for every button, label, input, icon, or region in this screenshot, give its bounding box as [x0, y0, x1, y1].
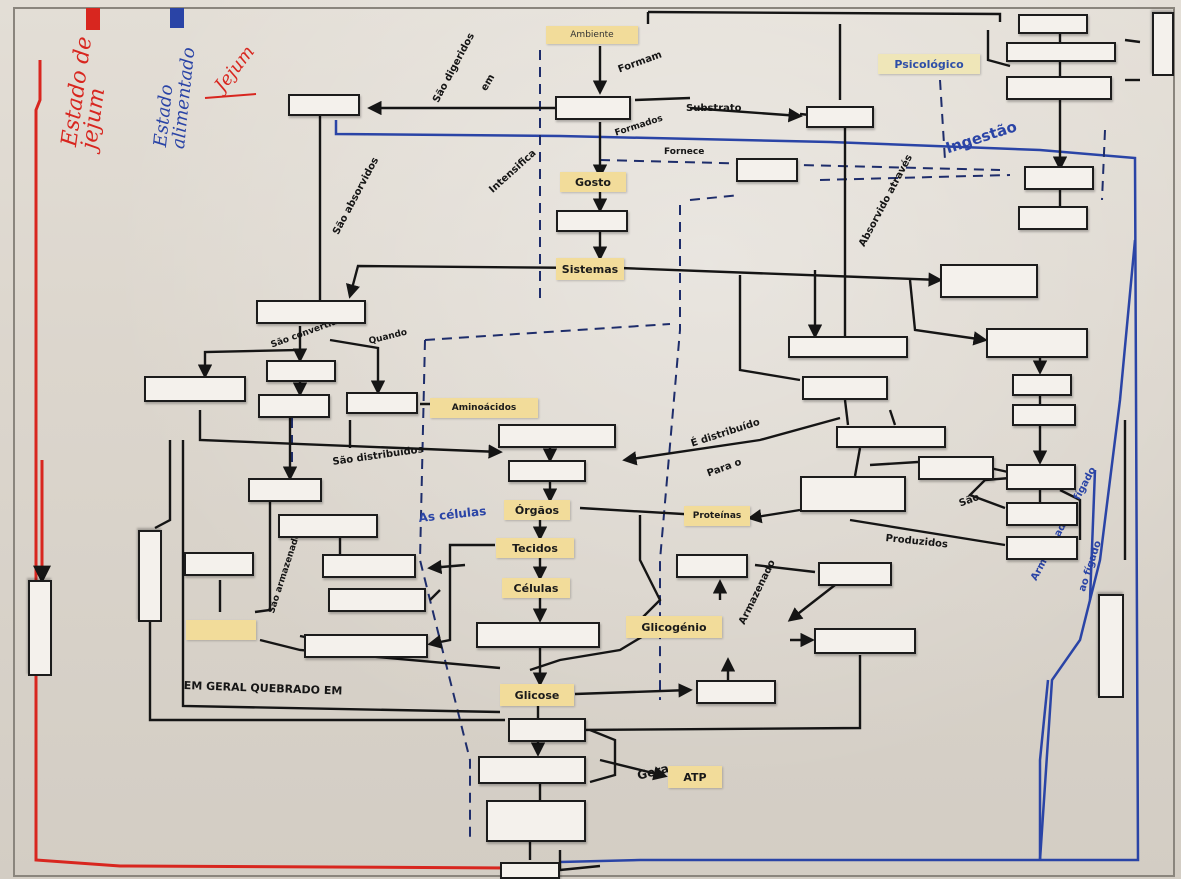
card-right-sistemas [986, 328, 1088, 358]
card-tissue-1 [322, 554, 416, 578]
card-sistemas-right [940, 264, 1038, 298]
note-center-lower [498, 718, 504, 724]
fasting-underline [204, 93, 257, 99]
card-branch-1 [266, 360, 336, 382]
card-center-top [555, 96, 631, 120]
card-tissue-3 [304, 634, 428, 658]
card-top-right-vertical [1152, 12, 1174, 76]
card-right-8 [1006, 536, 1078, 560]
label-substrato: Substrato [686, 103, 742, 114]
note-celulas: Células [502, 578, 570, 598]
card-left-lower-1 [184, 552, 254, 576]
card-top-left-stomach [288, 94, 360, 116]
note-psicologico: Psicológico [878, 54, 980, 74]
card-right-5 [1006, 464, 1076, 490]
note-gosto: Gosto [560, 172, 626, 192]
card-right-col-1 [1012, 374, 1072, 396]
note-atp: ATP [668, 766, 722, 788]
legend-blue-swatch [170, 8, 184, 28]
card-center-right-sistemas [788, 336, 908, 358]
card-right-7 [1006, 502, 1078, 526]
card-tissue-2 [328, 588, 426, 612]
note-sistemas: Sistemas [556, 258, 624, 280]
card-lower-center-2 [478, 756, 586, 784]
card-branch-3 [346, 392, 418, 414]
card-right-6 [800, 476, 906, 512]
card-right-lower [814, 628, 916, 654]
note-ambiente: Ambiente [546, 26, 638, 44]
card-center-right-2 [802, 376, 888, 400]
note-glicose: Glicose [500, 684, 574, 706]
label-fornece: Fornece [664, 147, 705, 157]
card-right-mid-1 [1024, 166, 1094, 190]
fasting-path [33, 12, 521, 870]
card-lower-center-1 [508, 718, 586, 742]
legend-red-swatch [86, 8, 100, 30]
card-left-vertical [138, 530, 162, 622]
card-top-right-2 [1006, 42, 1116, 62]
card-carbohydrate [144, 376, 246, 402]
card-lower-center-3 [486, 800, 586, 842]
card-center-cells [476, 622, 600, 648]
card-left-mid [248, 478, 322, 502]
card-top-right-3 [1006, 76, 1112, 100]
card-glucose-right [696, 680, 776, 704]
note-proteinas: Proteínas [684, 506, 750, 526]
card-left-sistemas [256, 300, 366, 324]
card-distribution-right [836, 426, 946, 448]
note-orgaos: Órgãos [504, 500, 570, 520]
card-dashed-center [736, 158, 798, 182]
card-right-col-2 [1012, 404, 1076, 426]
card-right-outer-vertical [1098, 594, 1124, 698]
card-top-right-1 [1018, 14, 1088, 34]
note-left-lower [186, 620, 256, 640]
card-center-3 [508, 460, 586, 482]
card-right-mid-2 [1018, 206, 1088, 230]
card-right-glyco [818, 562, 892, 586]
note-glicogenio: Glicogénio [626, 616, 722, 638]
fed-path [334, 120, 1140, 864]
card-center-2 [556, 210, 628, 232]
board-frame [13, 7, 1175, 877]
black-connectors [148, 10, 1141, 872]
card-center-distribution [498, 424, 616, 448]
card-right-4 [918, 456, 994, 480]
note-tecidos: Tecidos [496, 538, 574, 558]
card-center-glyco [676, 554, 748, 578]
card-branch-2 [258, 394, 330, 418]
note-aminoacidos: Aminoácidos [430, 398, 538, 418]
card-left-outer-vertical [28, 580, 52, 676]
card-left-mid-2 [278, 514, 378, 538]
card-substrate-right [806, 106, 874, 128]
card-bottom-center [500, 862, 560, 879]
